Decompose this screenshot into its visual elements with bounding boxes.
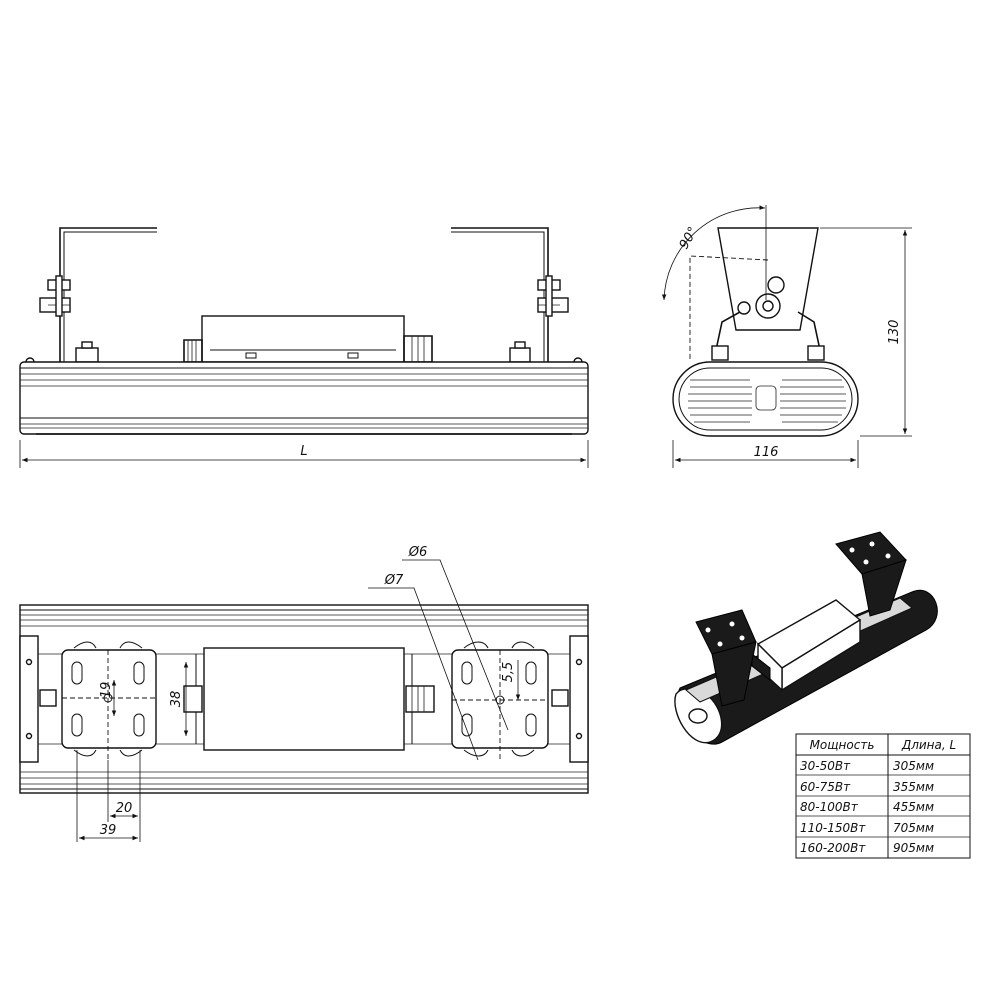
left-bracket-bolts bbox=[39, 275, 71, 317]
power-length-table bbox=[795, 733, 971, 859]
table-cell: 110-150Вт bbox=[800, 821, 866, 835]
isometric-view bbox=[674, 531, 938, 745]
table-cell: 455мм bbox=[893, 800, 934, 814]
left-bracket bbox=[59, 227, 157, 362]
table-cell: 305мм bbox=[893, 759, 934, 773]
hole-d7-label: Ø7 bbox=[384, 573, 404, 588]
hole-d7-leader bbox=[368, 587, 479, 761]
dim-38-label: 38 bbox=[169, 691, 184, 708]
driver-box-top bbox=[183, 647, 435, 751]
driver-box-front bbox=[183, 315, 433, 363]
hole-d6-label: Ø6 bbox=[408, 545, 428, 560]
table-cell: 30-50Вт bbox=[800, 759, 851, 773]
table-cell: 60-75Вт bbox=[800, 780, 851, 794]
angle-label: 90° bbox=[677, 225, 702, 252]
width-label: 116 bbox=[754, 445, 779, 460]
right-bracket-bolts bbox=[537, 275, 569, 317]
table-cell: 905мм bbox=[893, 841, 934, 855]
table-cell: 355мм bbox=[893, 780, 934, 794]
dim-20-label: 20 bbox=[116, 801, 133, 816]
left-mounting-plate bbox=[61, 641, 157, 760]
table-header-power: Мощность bbox=[810, 738, 875, 752]
table-header-length: Длина, L bbox=[901, 738, 956, 752]
height-label: 130 bbox=[887, 320, 902, 345]
dim-39-label: 39 bbox=[100, 823, 117, 838]
table-cell: 160-200Вт bbox=[800, 841, 866, 855]
table-cell: 705мм bbox=[893, 821, 934, 835]
dim-19-label: 19 bbox=[99, 682, 114, 699]
table-cell: 80-100Вт bbox=[800, 800, 859, 814]
front-view bbox=[19, 227, 589, 468]
angle-arc bbox=[661, 205, 766, 301]
side-view bbox=[661, 205, 912, 468]
luminaire-body-front bbox=[19, 361, 589, 435]
length-label: L bbox=[300, 444, 307, 459]
housing-section bbox=[672, 361, 859, 437]
right-bracket bbox=[451, 227, 549, 362]
vent-slots bbox=[688, 379, 846, 423]
hole-d6-leader bbox=[402, 559, 509, 731]
dim-5-5-label: 5,5 bbox=[501, 662, 516, 683]
top-view bbox=[19, 559, 589, 842]
right-mounting-plate bbox=[451, 641, 549, 760]
